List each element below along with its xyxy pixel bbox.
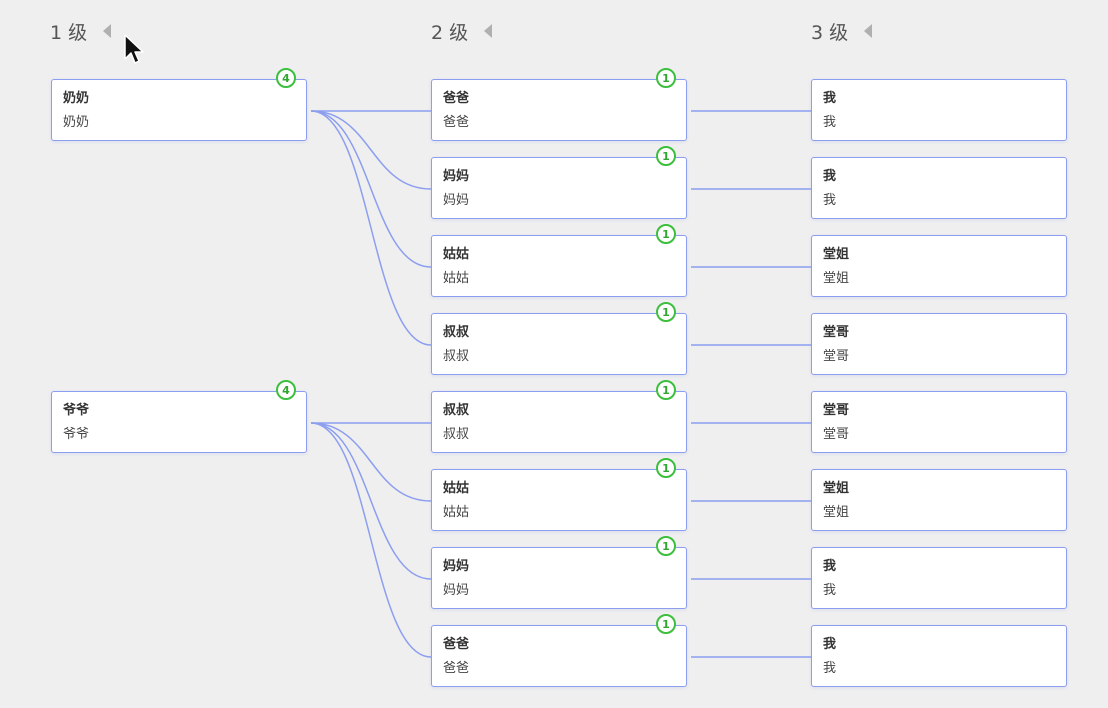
node-subtitle: 姑姑 bbox=[443, 271, 470, 286]
collapse-triangle-icon[interactable] bbox=[103, 24, 112, 38]
level-label: 2 级 bbox=[431, 21, 469, 44]
child-count-badge[interactable]: 1 bbox=[656, 68, 676, 88]
node-level2[interactable]: 姑姑 姑姑 1 bbox=[431, 458, 687, 531]
node-level2[interactable]: 叔叔 叔叔 1 bbox=[431, 380, 687, 453]
node-subtitle: 堂哥 bbox=[823, 349, 850, 364]
node-subtitle: 姑姑 bbox=[443, 505, 470, 520]
child-count-badge[interactable]: 1 bbox=[656, 614, 676, 634]
level-header-3: 3 级 bbox=[811, 18, 873, 44]
level-header-2: 2 级 bbox=[431, 18, 493, 44]
level-label: 3 级 bbox=[811, 21, 849, 44]
node-subtitle: 堂姐 bbox=[823, 505, 850, 520]
connector-line bbox=[310, 110, 432, 190]
node-subtitle: 妈妈 bbox=[443, 583, 470, 598]
connector-line bbox=[310, 110, 432, 346]
node-level3[interactable]: 我 我 bbox=[811, 79, 1067, 141]
node-level3[interactable]: 堂姐 堂姐 bbox=[811, 469, 1067, 531]
node-title: 叔叔 bbox=[443, 325, 470, 340]
node-subtitle: 爷爷 bbox=[63, 427, 90, 442]
node-level3[interactable]: 我 我 bbox=[811, 547, 1067, 609]
child-count-badge[interactable]: 1 bbox=[656, 380, 676, 400]
node-level3[interactable]: 我 我 bbox=[811, 157, 1067, 219]
node-subtitle: 奶奶 bbox=[63, 115, 90, 130]
node-subtitle: 爸爸 bbox=[443, 115, 470, 130]
collapse-triangle-icon[interactable] bbox=[484, 24, 493, 38]
node-level1[interactable]: 爷爷 爷爷 4 bbox=[51, 380, 307, 453]
node-subtitle: 叔叔 bbox=[443, 427, 470, 442]
node-level3[interactable]: 堂哥 堂哥 bbox=[811, 313, 1067, 375]
child-count-badge[interactable]: 4 bbox=[276, 380, 296, 400]
level-label: 1 级 bbox=[50, 21, 88, 44]
node-level2[interactable]: 妈妈 妈妈 1 bbox=[431, 146, 687, 219]
node-title: 我 bbox=[823, 91, 837, 106]
node-title: 姑姑 bbox=[443, 247, 470, 262]
node-title: 堂哥 bbox=[823, 325, 850, 340]
node-level3[interactable]: 我 我 bbox=[811, 625, 1067, 687]
node-title: 我 bbox=[823, 169, 837, 184]
node-title: 堂姐 bbox=[823, 481, 850, 496]
child-count-badge[interactable]: 1 bbox=[656, 224, 676, 244]
node-subtitle: 妈妈 bbox=[443, 193, 470, 208]
node-level2[interactable]: 叔叔 叔叔 1 bbox=[431, 302, 687, 375]
node-subtitle: 我 bbox=[823, 115, 837, 130]
level-header-1: 1 级 bbox=[50, 18, 112, 44]
node-subtitle: 叔叔 bbox=[443, 349, 470, 364]
node-level2[interactable]: 妈妈 妈妈 1 bbox=[431, 536, 687, 609]
node-title: 我 bbox=[823, 637, 837, 652]
collapse-triangle-icon[interactable] bbox=[864, 24, 873, 38]
mouse-pointer-icon bbox=[124, 34, 144, 64]
child-count-badge[interactable]: 1 bbox=[656, 536, 676, 556]
child-count-badge[interactable]: 1 bbox=[656, 146, 676, 166]
node-subtitle: 我 bbox=[823, 193, 837, 208]
node-title: 爸爸 bbox=[443, 91, 470, 106]
node-level2[interactable]: 姑姑 姑姑 1 bbox=[431, 224, 687, 297]
node-title: 爸爸 bbox=[443, 637, 470, 652]
child-count-badge[interactable]: 1 bbox=[656, 302, 676, 322]
node-level2[interactable]: 爸爸 爸爸 1 bbox=[431, 614, 687, 687]
node-title: 妈妈 bbox=[443, 559, 470, 574]
node-subtitle: 我 bbox=[823, 661, 837, 676]
node-subtitle: 爸爸 bbox=[443, 661, 470, 676]
node-title: 姑姑 bbox=[443, 481, 470, 496]
node-title: 爷爷 bbox=[63, 403, 90, 418]
node-title: 我 bbox=[823, 559, 837, 574]
node-level2[interactable]: 爸爸 爸爸 1 bbox=[431, 68, 687, 141]
node-title: 堂姐 bbox=[823, 247, 850, 262]
connector-line bbox=[310, 422, 432, 502]
connector-line bbox=[310, 422, 432, 580]
connector-line bbox=[310, 110, 432, 268]
child-count-badge[interactable]: 4 bbox=[276, 68, 296, 88]
node-level3[interactable]: 堂哥 堂哥 bbox=[811, 391, 1067, 453]
node-title: 叔叔 bbox=[443, 403, 470, 418]
node-title: 堂哥 bbox=[823, 403, 850, 418]
node-level3[interactable]: 堂姐 堂姐 bbox=[811, 235, 1067, 297]
node-level1[interactable]: 奶奶 奶奶 4 bbox=[51, 68, 307, 141]
connector-line bbox=[310, 422, 432, 658]
node-title: 妈妈 bbox=[443, 169, 470, 184]
child-count-badge[interactable]: 1 bbox=[656, 458, 676, 478]
node-subtitle: 堂姐 bbox=[823, 271, 850, 286]
node-subtitle: 堂哥 bbox=[823, 427, 850, 442]
node-subtitle: 我 bbox=[823, 583, 837, 598]
node-title: 奶奶 bbox=[63, 91, 90, 106]
